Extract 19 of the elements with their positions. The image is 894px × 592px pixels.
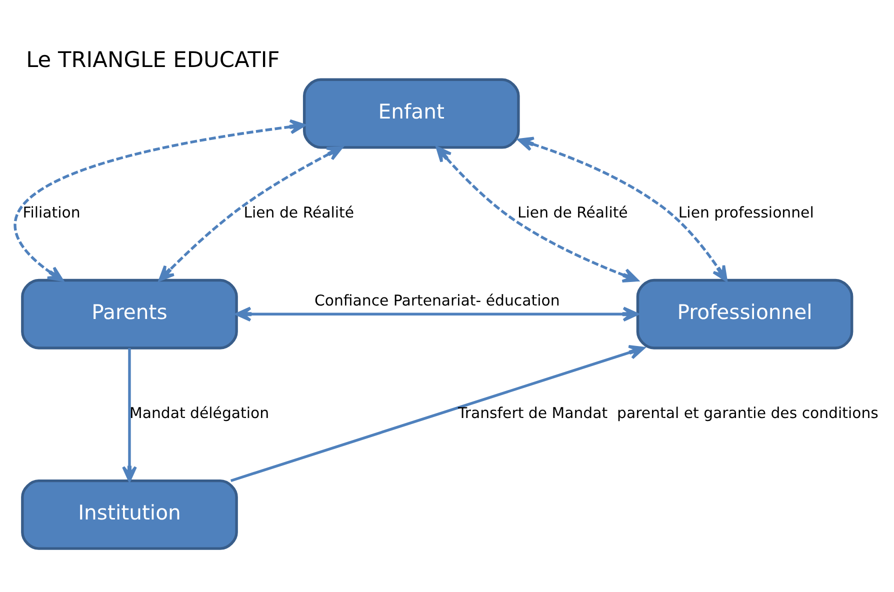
node-box: Enfant (302, 78, 520, 148)
arrow (122, 348, 136, 482)
node-box: Parents (20, 278, 238, 349)
edge-label: Transfert de Mandat parental et garantie des conditions (457, 404, 878, 422)
edge-label: Lien de Réalité (243, 203, 354, 222)
node-box: Professionnel (636, 278, 853, 349)
diagram-title: Le TRIANGLE EDUCATIF (26, 48, 280, 73)
arrow (435, 146, 638, 282)
edge-label: Lien de Réalité (516, 203, 628, 222)
arrow (234, 306, 638, 322)
arrow (13, 118, 306, 282)
edge-label: Filiation (22, 203, 80, 222)
edge-label: Mandat délégation (128, 404, 269, 422)
arrow (158, 146, 342, 281)
arrow (517, 136, 727, 282)
node-box: Institution (20, 478, 238, 550)
edge-label: Lien professionnel (678, 203, 814, 222)
edge-label: Confiance Partenariat- éducation (314, 291, 560, 310)
arrow (230, 344, 644, 482)
